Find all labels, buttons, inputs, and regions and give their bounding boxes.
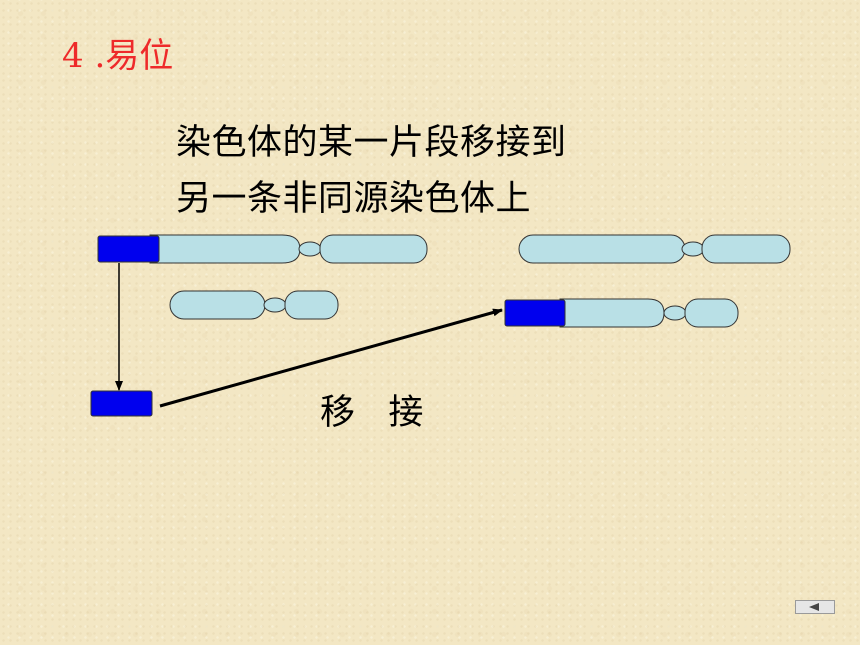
description-line-2: 另一条非同源染色体上: [176, 179, 532, 219]
translocation-arrow: [159, 308, 503, 408]
detached-segment: [90, 390, 153, 417]
chromosome-1-short-arm: [319, 234, 428, 264]
chromosome-2-after-short-arm: [684, 298, 739, 328]
previous-slide-button[interactable]: [795, 600, 835, 614]
chromosome-2-centromere: [263, 297, 287, 313]
slide-title: 4 .易位: [62, 36, 174, 76]
chromosome-1-centromere: [298, 241, 322, 257]
chromosome-2-short-arm: [284, 290, 339, 320]
move-attach-label: 移 接: [320, 393, 424, 433]
translocated-segment-attached: [504, 299, 566, 327]
chromosome-1-long-arm: [149, 234, 301, 264]
chromosome-1-after-long-arm: [518, 234, 686, 264]
chromosome-1-after-short-arm: [701, 234, 791, 264]
chromosome-2-original: [169, 290, 339, 320]
chromosome-1-after-centromere: [681, 241, 705, 257]
previous-slide-icon: [809, 603, 819, 611]
chromosome-2-after-long-arm: [559, 298, 665, 328]
chromosome-2-after: [504, 298, 739, 328]
chromosome-2-long-arm: [169, 290, 266, 320]
chromosome-1-original: [97, 234, 428, 264]
chromosome-2-after-centromere: [663, 305, 687, 321]
translocated-segment-original: [97, 235, 160, 263]
description-line-1: 染色体的某一片段移接到: [176, 123, 567, 163]
chromosome-1-after: [518, 234, 791, 264]
